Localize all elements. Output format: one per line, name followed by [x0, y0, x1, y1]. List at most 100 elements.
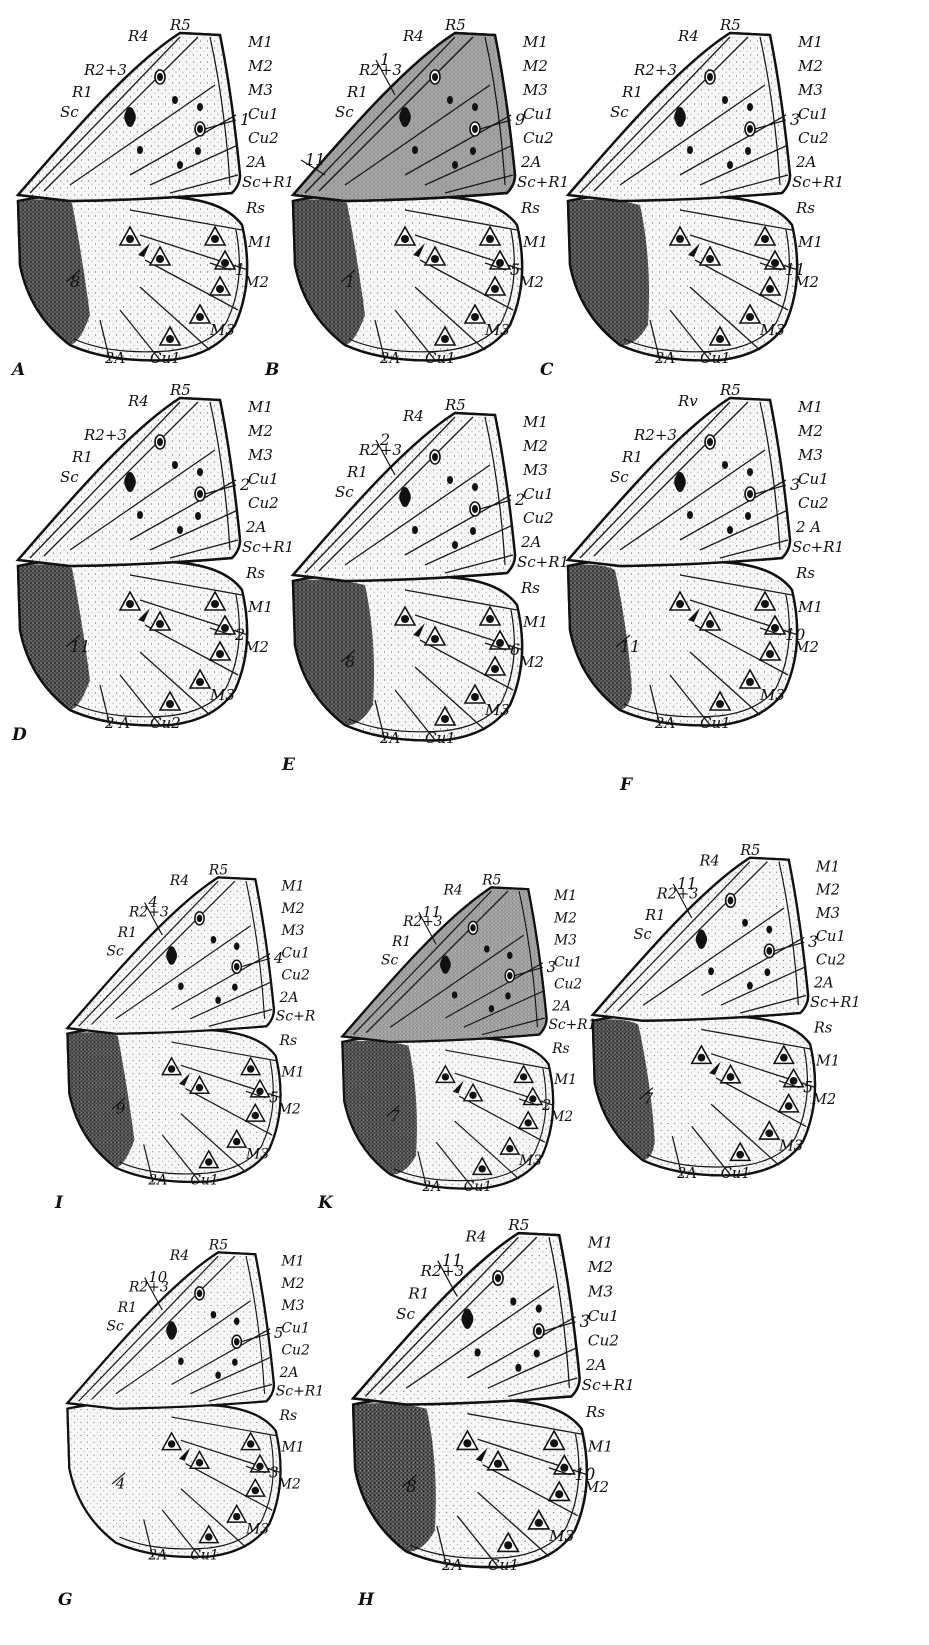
hindwing-spot: [431, 635, 439, 643]
callout-number: 1: [240, 110, 250, 129]
vein-label: M2: [277, 1477, 301, 1493]
hindwing-spot: [156, 620, 164, 628]
vein-label: M3: [759, 686, 785, 704]
hindwing-dark-basal-area: [293, 580, 374, 725]
hindwing-spot: [205, 1533, 212, 1540]
panel-letter: B: [264, 360, 279, 380]
wing-spot: [722, 461, 728, 469]
callout-number: 10: [785, 625, 805, 644]
vein-label: Cu2: [281, 968, 310, 984]
vein-label: R2+3: [83, 426, 127, 444]
wing-spot: [484, 945, 490, 952]
hindwing-spot: [166, 335, 174, 343]
hindwing-spot: [766, 285, 774, 293]
vein-label: M2: [280, 1276, 304, 1292]
callout-number: 3: [547, 959, 556, 976]
callout-number: 3: [580, 1312, 590, 1331]
wing-spot: [211, 1311, 217, 1318]
wing-spot: [515, 1364, 521, 1372]
vein-label: M3: [522, 461, 548, 479]
wing-spot: [742, 919, 748, 927]
hindwing-spot: [216, 650, 224, 658]
vein-label: Cu1: [464, 1179, 492, 1195]
vein-label: Sc: [381, 953, 398, 969]
hindwing-spot: [401, 235, 409, 243]
vein-label: Cu2: [816, 951, 846, 968]
wing-spot: [178, 1358, 184, 1365]
wing-panel-unlettered: R5R4R2+3R1ScM1M2M3Cu1Cu22ASc+R1RsM1M2M3C…: [593, 842, 861, 1182]
vein-label: Rs: [245, 199, 265, 217]
hindwing-spot: [431, 255, 439, 263]
hindwing-spot: [560, 1464, 568, 1472]
vein-label: Cu2: [150, 714, 181, 732]
vein-label: M3: [484, 701, 510, 719]
hindwing-spot: [463, 1439, 471, 1447]
vein-label: Rs: [551, 1041, 569, 1057]
vein-label: R4: [402, 407, 424, 425]
wing-spot: [447, 96, 453, 104]
vein-label: M3: [484, 321, 510, 339]
vein-label: 2A: [147, 1547, 167, 1563]
vein-label: 2A: [379, 729, 401, 747]
vein-label: Rs: [795, 199, 815, 217]
vein-label: 2A: [654, 349, 676, 367]
wing-spot: [137, 511, 143, 519]
hindwing-spot: [746, 678, 754, 686]
vein-label: Cu2: [554, 977, 582, 993]
hindwing-spot: [771, 259, 779, 267]
vein-label: M2: [247, 57, 273, 75]
wing-spot: [452, 161, 458, 169]
hindwing-spot: [126, 235, 134, 243]
wing-spot: [708, 967, 714, 975]
hindwing-spot: [766, 650, 774, 658]
vein-label: R1: [71, 448, 93, 466]
vein-label: M2: [522, 437, 548, 455]
wing-spot: [472, 125, 478, 133]
vein-label: 2A: [654, 714, 676, 732]
wing-panel-b: R5R4R2+3R1ScM1M2M3Cu1Cu22ASc+R1RsM1M2M3C…: [293, 16, 569, 367]
vein-label: Sc+R1: [242, 538, 294, 556]
vein-label: Cu2: [798, 129, 829, 147]
wing-spot: [452, 991, 458, 998]
wing-spot: [234, 1338, 240, 1345]
vein-label: Rs: [585, 1403, 606, 1421]
wing-spot: [747, 490, 753, 498]
wing-spot: [722, 96, 728, 104]
wing-spot: [507, 952, 513, 959]
vein-label: M3: [797, 81, 823, 99]
callout-number: 4: [115, 1475, 125, 1493]
wing-spot: [472, 103, 478, 111]
vein-label: Cu2: [588, 1331, 619, 1349]
vein-label: Cu2: [523, 509, 554, 527]
vein-label: R4: [698, 853, 719, 870]
vein-label: M1: [247, 398, 273, 416]
hindwing-spot: [736, 1151, 744, 1159]
vein-label: M3: [247, 81, 273, 99]
vein-label: Cu2: [281, 1343, 310, 1359]
wing-spot: [766, 947, 772, 955]
vein-label: 2A: [245, 518, 267, 536]
vein-label: M1: [797, 233, 823, 251]
wing-spot: [167, 946, 176, 965]
wing-spot: [197, 103, 203, 111]
vein-label: M1: [247, 598, 273, 616]
wing-spot: [534, 1349, 540, 1357]
wing-spot: [197, 915, 203, 922]
wing-spot: [441, 955, 450, 973]
hindwing-spot: [496, 259, 504, 267]
panel-letter: K: [317, 1193, 334, 1213]
wing-spot: [745, 147, 751, 155]
vein-label: R4: [677, 27, 699, 45]
panel-letter: A: [10, 360, 25, 380]
hindwing-spot: [550, 1439, 558, 1447]
vein-label: Sc: [60, 468, 79, 486]
hindwing-spot: [746, 313, 754, 321]
vein-label: Sc: [634, 926, 652, 943]
vein-label: Sc: [335, 103, 354, 121]
vein-label: M1: [553, 888, 577, 904]
vein-label: Rs: [813, 1019, 832, 1036]
hindwing-spot: [221, 624, 229, 632]
vein-label: Cu1: [281, 1320, 310, 1336]
